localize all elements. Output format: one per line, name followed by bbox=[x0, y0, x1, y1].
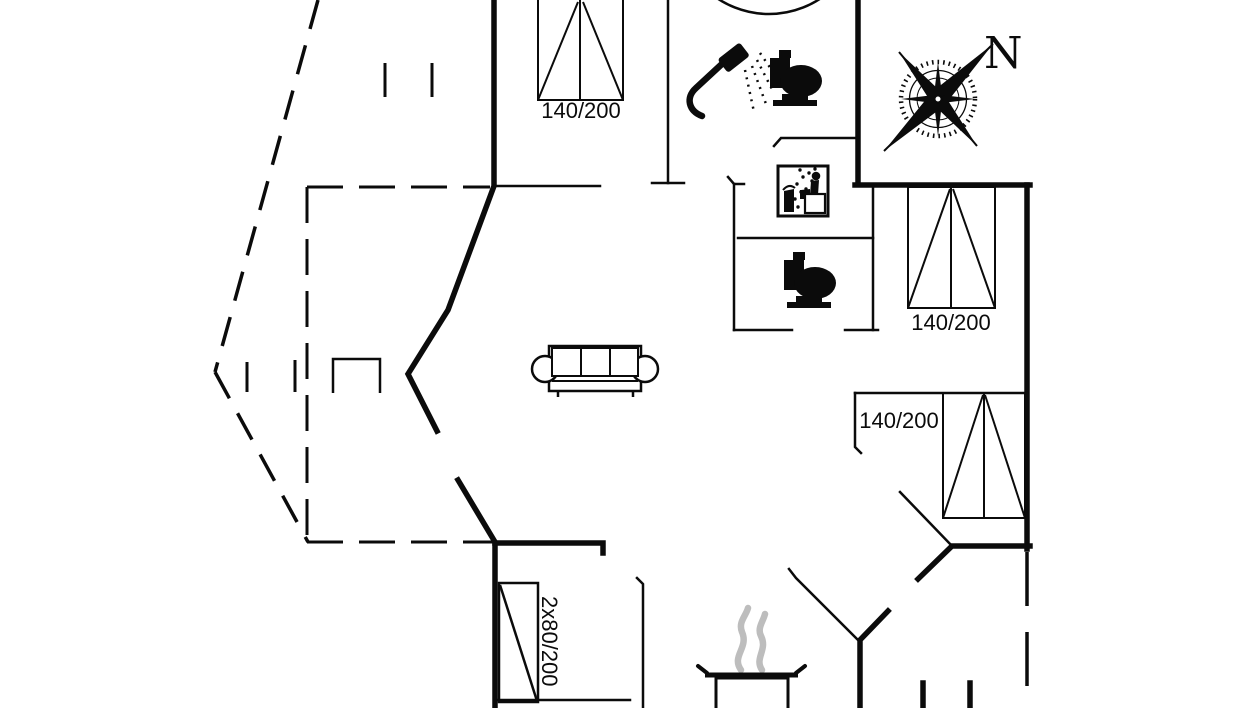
sofa-icon bbox=[530, 344, 660, 397]
shower-icon bbox=[686, 43, 780, 120]
steam-icon bbox=[734, 604, 769, 674]
terrace-inner-dashed bbox=[305, 185, 497, 544]
toilet-icon bbox=[770, 50, 822, 106]
compass-rose-icon bbox=[883, 43, 994, 152]
double-bed-right-middle-icon bbox=[942, 392, 1026, 519]
cooking-pot-icon bbox=[696, 664, 807, 708]
terrace-outline-dashed bbox=[213, 0, 320, 543]
sauna-icon bbox=[776, 164, 830, 218]
round-table-arc-icon bbox=[717, 0, 821, 16]
bed-size-label-right-upper: 140/200 bbox=[911, 310, 991, 335]
bed-size-label-top: 140/200 bbox=[541, 98, 621, 123]
terrace-post-marks bbox=[245, 63, 434, 392]
bed-size-label-right-middle: 140/200 bbox=[859, 408, 939, 433]
double-bed-right-upper-icon bbox=[907, 186, 996, 309]
bunk-bed-size-label: 2x80/200 bbox=[537, 596, 562, 687]
bunk-bed-icon bbox=[497, 581, 540, 704]
fireplace-icon bbox=[331, 357, 382, 393]
double-bed-top-icon bbox=[537, 0, 624, 101]
compass-north-label: N bbox=[984, 28, 1023, 79]
door-leaves bbox=[787, 490, 954, 642]
walls-thick bbox=[404, 0, 1033, 708]
toilet-icon bbox=[784, 252, 836, 308]
